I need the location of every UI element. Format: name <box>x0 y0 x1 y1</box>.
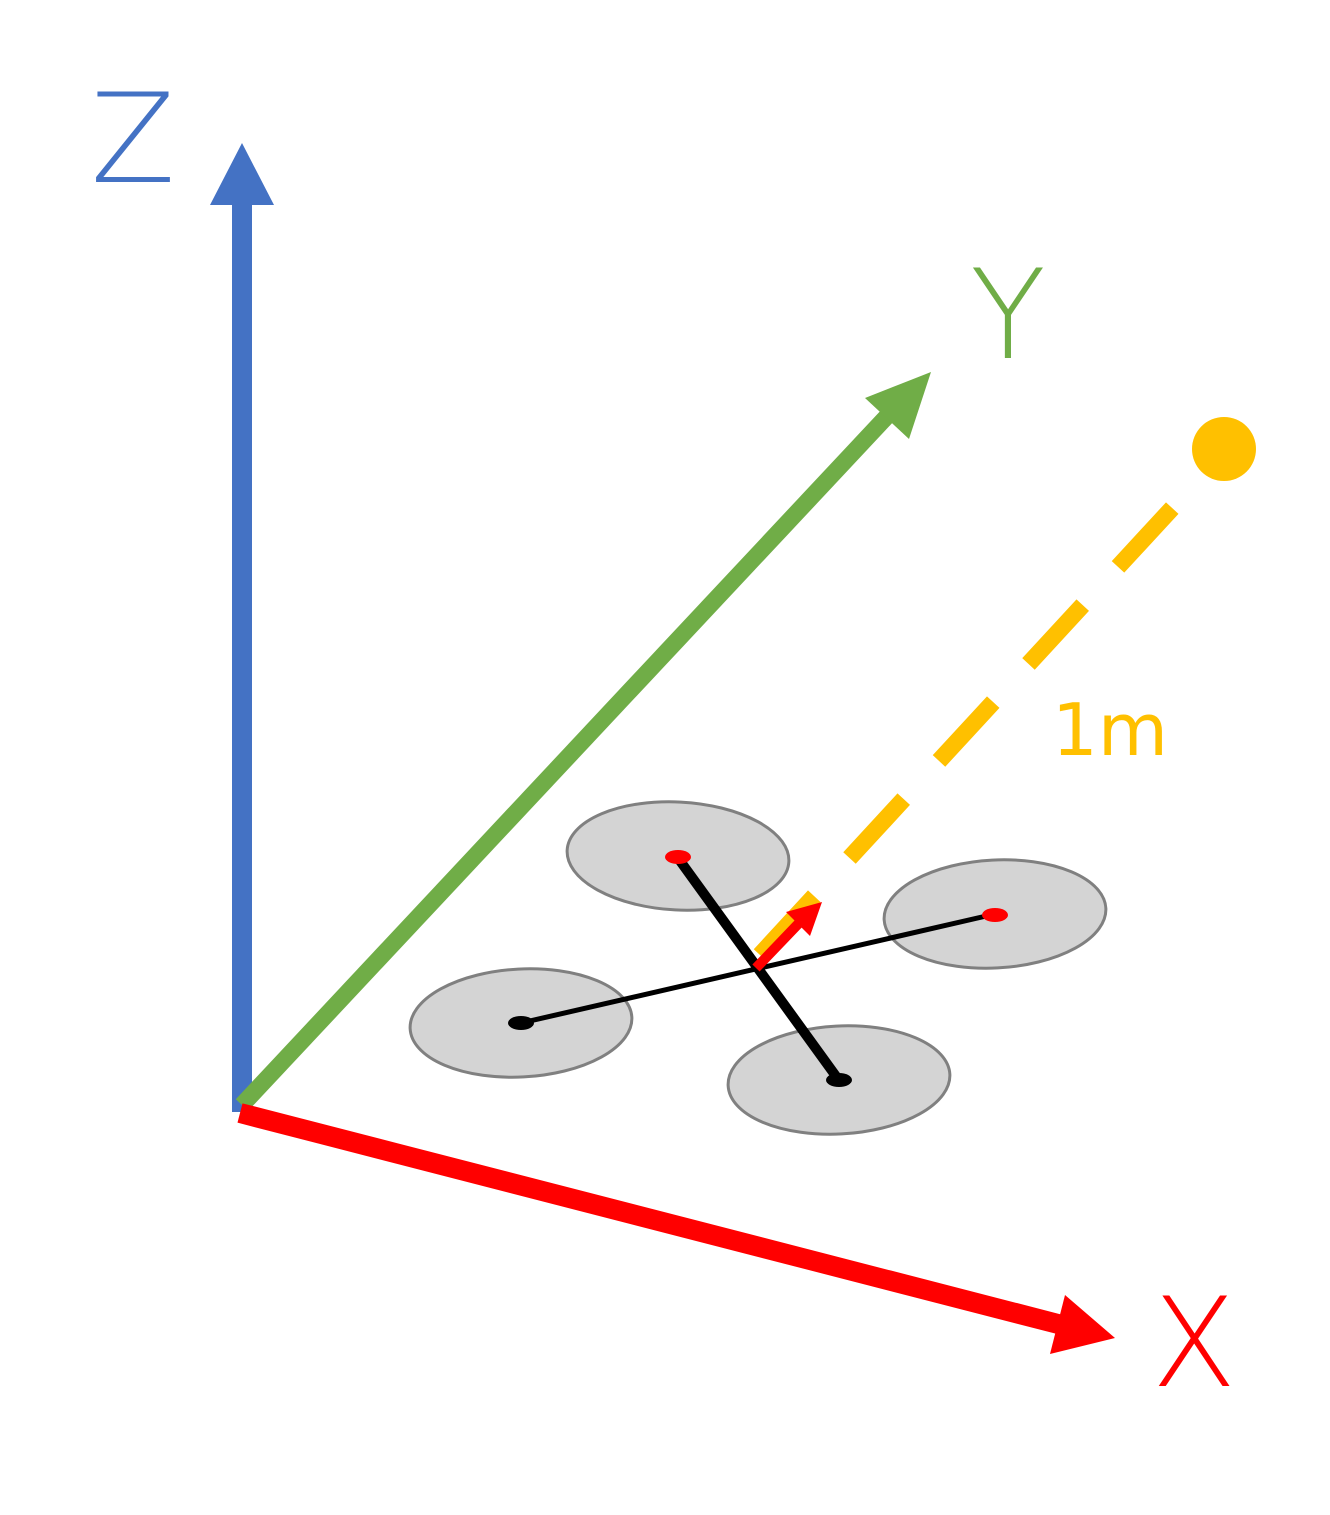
target-dashed-line <box>753 472 1207 961</box>
x-axis-label: X <box>1152 1272 1237 1416</box>
target-point <box>1192 417 1256 481</box>
y-axis-arrowhead <box>865 372 931 439</box>
x-axis: X <box>237 1103 1237 1416</box>
heading-arrow-shaft <box>752 917 805 972</box>
distance-label: 1m <box>1052 688 1168 772</box>
motor-back-left <box>665 850 691 864</box>
x-axis-arrowhead <box>1050 1295 1115 1354</box>
y-axis-line <box>235 407 897 1111</box>
drone <box>408 800 1108 1136</box>
motor-front-left <box>508 1016 534 1030</box>
motor-back-right <box>982 908 1008 922</box>
z-axis: Z <box>91 68 274 1112</box>
motor-front-right <box>826 1073 852 1087</box>
z-axis-arrowhead <box>210 143 274 205</box>
target-path: 1m <box>753 417 1256 961</box>
y-axis: Y <box>235 244 1046 1111</box>
heading-arrow-head <box>786 902 822 936</box>
x-axis-line <box>237 1103 1065 1335</box>
z-axis-label: Z <box>91 68 176 212</box>
y-axis-label: Y <box>970 244 1046 388</box>
